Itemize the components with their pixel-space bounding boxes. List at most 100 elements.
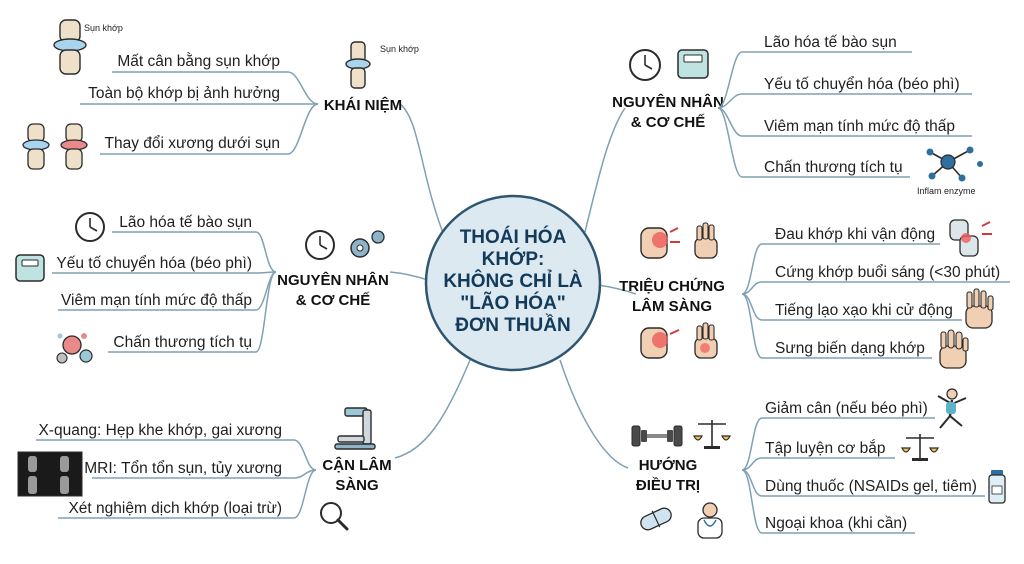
branch-treatment: HƯỚNG ĐIỀU TRỊ Giảm cân (nếu béo phì) Tậ… <box>631 388 1006 539</box>
doctor-icon <box>697 502 723 539</box>
balance-scale-icon <box>901 434 939 461</box>
concept-item-1-icon-label: Sụn khớp <box>84 23 123 33</box>
connector-symptoms <box>597 284 637 295</box>
enzyme-icon-label: Inflam enzyme <box>917 186 976 196</box>
symptoms-title-2: LÂM SÀNG <box>632 297 712 315</box>
symptoms-item-3: Tiếng lạo xạo khi cử động <box>775 302 953 319</box>
cause-left-connector-4 <box>255 271 277 353</box>
cause-right-item-1: Lão hóa tế bào sụn <box>764 34 897 51</box>
exercise-person-icon <box>937 388 967 429</box>
center-line-1: THOÁI HÓA <box>460 226 567 248</box>
main-connectors <box>389 103 637 469</box>
cause-right-item-4: Chấn thương tích tụ <box>764 159 903 176</box>
connector-concept <box>399 103 446 239</box>
magnifier-icon <box>320 502 349 531</box>
xray-image-icon <box>17 451 83 497</box>
cause-left-item-2: Yếu tố chuyển hóa (béo phì) <box>56 255 252 272</box>
cause-left-clock-icon <box>75 212 105 242</box>
treatment-title-2: ĐIỀU TRỊ <box>636 477 700 494</box>
treatment-connector-1 <box>741 417 763 471</box>
connector-treatment <box>559 359 629 469</box>
center-line-2: KHỚP: <box>482 248 545 270</box>
scale-icon-right <box>677 49 709 79</box>
branch-paraclinical: CẬN LÂM SÀNG X-quang: Hẹp khe khớp, gai … <box>17 407 392 531</box>
paraclinical-connector-1 <box>293 439 317 471</box>
connector-paraclinical <box>394 359 471 459</box>
symptoms-item-4: Sưng biến dạng khớp <box>775 340 925 357</box>
branch-concept: KHÁI NIỆM Sụn khớp Mất cân bằng sụn khớp… <box>22 19 419 170</box>
treatment-connector-4 <box>741 469 763 534</box>
symptoms-connector-2 <box>741 281 763 295</box>
gear-icon <box>350 230 385 258</box>
concept-item-1: Mất cân bằng sụn khớp <box>117 53 280 70</box>
cause-right-connector-1 <box>717 51 743 109</box>
cause-right-connector-2 <box>717 93 743 109</box>
symptom-knee-icon <box>949 219 992 257</box>
cause-left-item-4: Chấn thương tích tụ <box>113 334 252 351</box>
clock-icon <box>305 230 335 260</box>
enzyme-molecule-icon <box>926 146 983 182</box>
concept-item-2: Toàn bộ khớp bị ảnh hưởng <box>88 85 280 102</box>
painful-knee-icon-2 <box>640 327 680 359</box>
symptoms-connector-1 <box>741 243 763 295</box>
cause-right-item-3: Viêm mạn tính mức độ thấp <box>764 118 955 135</box>
concept-connector-1 <box>287 71 319 105</box>
paraclinical-item-3: Xét nghiệm dịch khớp (loại trừ) <box>68 500 282 517</box>
treatment-connector-3 <box>741 469 763 497</box>
cause-left-title-2: & CƠ CHẾ <box>296 292 370 309</box>
scale-icon <box>15 254 45 282</box>
knee-compare-icon <box>22 123 88 170</box>
inflammation-cells-icon <box>56 333 93 364</box>
treatment-item-2: Tập luyện cơ bắp <box>765 440 885 457</box>
symptoms-connector-3 <box>741 293 763 321</box>
paraclinical-item-2: MRI: Tổn tổn sụn, tủy xương <box>84 460 282 477</box>
symptoms-item-1: Đau khớp khi vận động <box>775 226 935 243</box>
cause-right-title-1: NGUYÊN NHÂN <box>612 93 724 111</box>
cause-right-title-2: & CƠ CHẾ <box>631 114 705 131</box>
treatment-connector-2 <box>741 457 763 471</box>
center-line-3: KHÔNG CHỈ LÀ <box>443 270 583 292</box>
paraclinical-item-1: X-quang: Hẹp khe khớp, gai xương <box>38 422 282 439</box>
pill-icon <box>640 507 672 531</box>
paraclinical-connector-3 <box>293 469 317 519</box>
connector-cause-right <box>584 107 626 233</box>
microscope-icon <box>334 407 376 450</box>
concept-item-1-knee-icon <box>53 19 87 75</box>
treatment-item-1: Giảm cân (nếu béo phì) <box>765 400 928 417</box>
central-topic: THOÁI HÓA KHỚP: KHÔNG CHỈ LÀ "LÃO HÓA" Đ… <box>424 194 602 372</box>
treatment-item-4: Ngoại khoa (khi cần) <box>765 515 907 532</box>
paraclinical-title-2: SÀNG <box>335 477 378 494</box>
concept-title: KHÁI NIỆM <box>324 96 402 114</box>
treatment-title-1: HƯỚNG <box>639 456 698 474</box>
painful-knee-icon <box>640 227 680 259</box>
connector-cause-left <box>389 271 429 281</box>
cause-left-item-3: Viêm mạn tính mức độ thấp <box>61 292 252 309</box>
hand-icon <box>965 288 994 329</box>
central-circle <box>424 194 602 372</box>
center-line-4: "LÃO HÓA" <box>460 292 566 314</box>
concept-image-label: Sụn khớp <box>380 44 419 54</box>
justice-scale-icon <box>693 420 731 449</box>
concept-connector-3 <box>287 103 319 155</box>
symptoms-item-2: Cứng khớp buổi sáng (<30 phút) <box>775 264 1000 281</box>
deformed-hand-icon <box>939 329 969 369</box>
concept-item-3: Thay đổi xương dưới sụn <box>105 135 281 152</box>
cause-left-connector-1 <box>255 231 277 273</box>
dumbbell-icon <box>631 425 683 447</box>
paraclinical-title-1: CẬN LÂM <box>322 456 391 474</box>
branch-symptoms: TRIỆU CHỨNG LÂM SÀNG Đau khớp khi vận độ… <box>619 219 1010 369</box>
knee-cartilage-icon <box>345 41 371 89</box>
treatment-item-3: Dùng thuốc (NSAIDs gel, tiêm) <box>765 478 977 495</box>
symptoms-connector-4 <box>741 293 763 359</box>
hand-pain-icon <box>694 222 718 259</box>
cause-left-item-1: Lão hóa tế bào sụn <box>119 214 252 231</box>
symptoms-title-1: TRIỆU CHỨNG <box>619 277 725 295</box>
cause-right-item-2: Yếu tố chuyển hóa (béo phì) <box>764 76 960 93</box>
center-line-5: ĐƠN THUẦN <box>455 314 570 336</box>
clock-icon-right <box>629 49 661 81</box>
hand-pain-icon-2 <box>694 322 718 359</box>
medicine-vial-icon <box>988 470 1006 504</box>
branch-cause-right: NGUYÊN NHÂN & CƠ CHẾ Lão hóa tế bào sụn … <box>612 34 983 196</box>
